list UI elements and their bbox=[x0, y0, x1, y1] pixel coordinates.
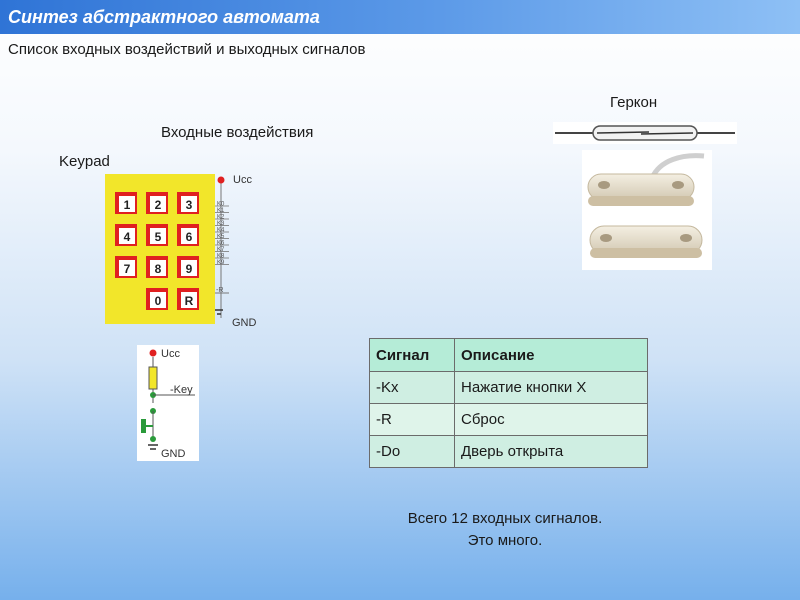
keypad-vcc-label: Ucc bbox=[233, 174, 252, 186]
resistor bbox=[149, 367, 157, 389]
keypad-pin-label: K0 bbox=[217, 202, 225, 208]
reed-switch-label: Геркон bbox=[610, 94, 657, 111]
header-signal: Сигнал bbox=[370, 339, 455, 372]
switch-circuit-diagram: Ucc -Key GND bbox=[137, 345, 199, 461]
keypad-pin-label: K7 bbox=[217, 247, 225, 253]
keypad-key-label: 0 bbox=[155, 294, 162, 308]
keypad-gnd-label: GND bbox=[232, 317, 257, 326]
summary-note: Всего 12 входных сигналов. Это много. bbox=[360, 508, 650, 552]
signal-cell: -R bbox=[370, 404, 455, 436]
pushbutton bbox=[141, 419, 146, 433]
keypad-key-label: 2 bbox=[155, 198, 162, 212]
keypad-pin-label: K3 bbox=[217, 221, 225, 227]
summary-line-2: Это много. bbox=[360, 530, 650, 552]
switch-vcc-dot bbox=[150, 350, 157, 357]
description-cell: Сброс bbox=[455, 404, 648, 436]
switch-vcc-label: Ucc bbox=[161, 348, 180, 360]
keypad-pin-label: K4 bbox=[217, 228, 225, 234]
keypad-pin-label: K1 bbox=[217, 208, 225, 214]
keypad-pin-label: K8 bbox=[217, 254, 225, 260]
keypad-key: 9 bbox=[177, 256, 199, 278]
keypad-pin-label: K9 bbox=[217, 260, 225, 266]
keypad-key: 3 bbox=[177, 192, 199, 214]
signals-table: Сигнал Описание -Kx Нажатие кнопки X -R … bbox=[369, 338, 648, 468]
switch-gnd-label: GND bbox=[161, 448, 186, 460]
keypad-pin-label: K6 bbox=[217, 241, 225, 247]
reed-switch-tube-image bbox=[553, 122, 737, 144]
keypad-key-label: 9 bbox=[186, 262, 193, 276]
table-header-row: Сигнал Описание bbox=[370, 339, 648, 372]
keypad-key-label: 6 bbox=[186, 230, 193, 244]
keypad-pin-label: K2 bbox=[217, 215, 225, 221]
summary-line-1: Всего 12 входных сигналов. bbox=[360, 508, 650, 530]
keypad-key: 6 bbox=[177, 224, 199, 246]
slide-title: Синтез абстрактного автомата bbox=[8, 7, 320, 28]
table-row: -Do Дверь открыта bbox=[370, 436, 648, 468]
keypad-key-label: 4 bbox=[124, 230, 131, 244]
keypad-key-label: 7 bbox=[124, 262, 131, 276]
signal-cell: -Do bbox=[370, 436, 455, 468]
keypad-key-label: 3 bbox=[186, 198, 193, 212]
keypad-key: 4 bbox=[115, 224, 137, 246]
keypad-key: 5 bbox=[146, 224, 168, 246]
signal-cell: -Kx bbox=[370, 372, 455, 404]
description-cell: Нажатие кнопки X bbox=[455, 372, 648, 404]
keypad-key: 2 bbox=[146, 192, 168, 214]
reed-switch-housing-image bbox=[582, 150, 712, 270]
keypad-key-label: 8 bbox=[155, 262, 162, 276]
header-description: Описание bbox=[455, 339, 648, 372]
keypad-label: Keypad bbox=[59, 153, 110, 170]
keypad-key-label: 5 bbox=[155, 230, 162, 244]
reset-pin-label: -R bbox=[216, 287, 223, 294]
table-row: -R Сброс bbox=[370, 404, 648, 436]
keypad-pin-label: K5 bbox=[217, 234, 225, 240]
vcc-dot bbox=[218, 177, 225, 184]
keypad-key-label: 1 bbox=[124, 198, 131, 212]
keypad-key: R bbox=[177, 288, 199, 310]
keypad-key-label: R bbox=[185, 294, 194, 308]
switch-key-label: -Key bbox=[170, 384, 193, 396]
slide-subtitle: Список входных воздействий и выходных си… bbox=[8, 41, 365, 58]
keypad-key: 8 bbox=[146, 256, 168, 278]
inputs-label: Входные воздействия bbox=[161, 124, 313, 141]
table-row: -Kx Нажатие кнопки X bbox=[370, 372, 648, 404]
keypad-key: 7 bbox=[115, 256, 137, 278]
keypad-key: 1 bbox=[115, 192, 137, 214]
keypad-key: 0 bbox=[146, 288, 168, 310]
description-cell: Дверь открыта bbox=[455, 436, 648, 468]
